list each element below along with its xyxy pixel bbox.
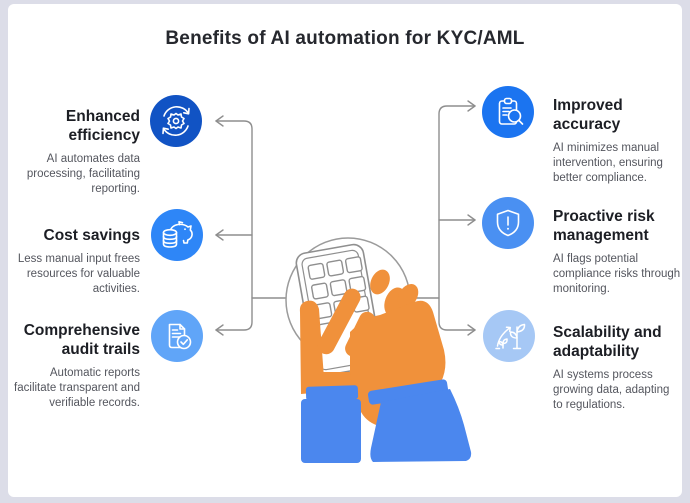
benefit-description: AI flags potential compliance risks thro… <box>553 253 681 295</box>
growth-plant-icon <box>483 310 535 362</box>
benefit-item-audit-trails: Comprehensive audit trails Automatic rep… <box>10 321 140 411</box>
piggy-bank-icon <box>151 209 203 261</box>
benefit-item-enhanced-efficiency: Enhanced efficiency AI automates data pr… <box>10 107 140 197</box>
benefit-heading: Scalability and adaptability <box>553 324 662 360</box>
benefit-item-cost-savings: Cost savings Less manual input frees res… <box>10 226 140 297</box>
benefit-heading: Proactive risk management <box>553 208 655 244</box>
benefit-item-scalability: Scalability and adaptability AI systems … <box>553 323 681 413</box>
benefit-description: AI automates data processing, facilitati… <box>26 153 140 195</box>
benefit-description: Less manual input frees resources for va… <box>17 253 140 295</box>
benefit-item-risk-management: Proactive risk management AI flags poten… <box>553 207 681 297</box>
clipboard-search-icon <box>482 86 534 138</box>
benefit-heading: Comprehensive audit trails <box>23 322 140 358</box>
benefit-description: AI minimizes manual intervention, ensuri… <box>553 142 663 184</box>
benefit-description: AI systems process growing data, adaptin… <box>553 369 670 411</box>
gear-sync-icon <box>150 95 202 147</box>
benefit-heading: Enhanced efficiency <box>65 108 140 144</box>
benefit-description: Automatic reports facilitate transparent… <box>14 367 140 409</box>
document-check-icon <box>151 310 203 362</box>
page-title: Benefits of AI automation for KYC/AML <box>165 28 525 49</box>
benefit-item-improved-accuracy: Improved accuracy AI minimizes manual in… <box>553 96 681 186</box>
benefit-heading: Cost savings <box>43 227 140 244</box>
benefit-heading: Improved accuracy <box>553 97 623 133</box>
shield-alert-icon <box>482 197 534 249</box>
